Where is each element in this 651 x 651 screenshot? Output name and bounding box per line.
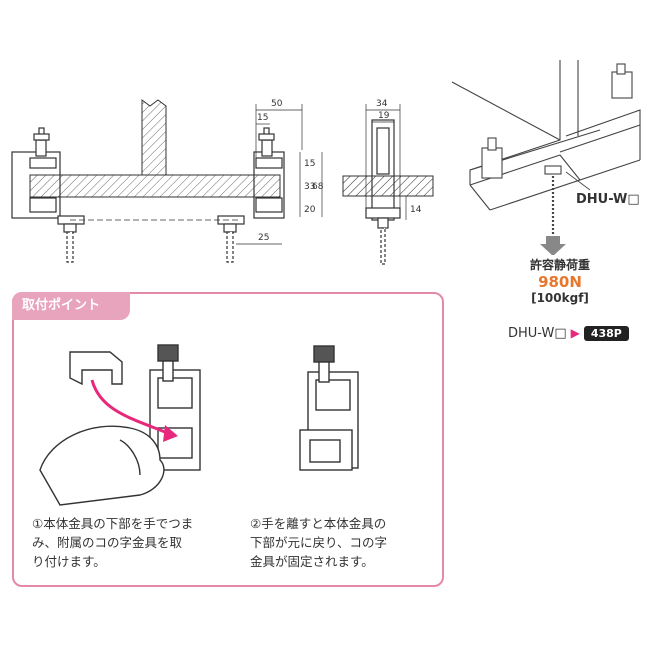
step1-text: ①本体金具の下部を手でつま み、附属のコの字金具を取 り付けます。 (32, 516, 194, 569)
dim-15-right: 15 (304, 159, 315, 169)
dim-50: 50 (271, 99, 283, 109)
dim-19: 19 (378, 111, 390, 121)
load-title: 許容静荷重 (529, 258, 590, 272)
step2-text: ②手を離すと本体金具の 下部が元に戻り、コの字 金具が固定されます。 (250, 516, 388, 569)
ref-model: DHU-W□ (508, 325, 567, 341)
right-clamp (253, 127, 285, 219)
installation-perspective (451, 60, 641, 255)
beam-web (141, 99, 167, 176)
step2-illustration (299, 345, 359, 471)
ref-arrow-icon: ▶ (570, 326, 580, 340)
dim-68: 68 (312, 182, 324, 192)
load-arrow-icon (540, 236, 566, 255)
model-label: DHU-W□ (576, 192, 640, 207)
hanger-rods (57, 215, 245, 263)
panel-title: 取付ポイント (12, 292, 130, 320)
dim-15-top: 15 (257, 113, 268, 123)
load-spec: 許容静荷重 980N [100kgf] (505, 258, 615, 306)
left-clamp (11, 127, 61, 219)
page-reference[interactable]: DHU-W□ ▶ 438P (508, 323, 629, 343)
front-view-drawing: 50 15 15 33 68 20 25 (11, 99, 324, 263)
dim-14: 14 (410, 205, 422, 215)
dim-33: 33 (304, 182, 315, 192)
step1-illustration (39, 344, 201, 506)
dim-20: 20 (304, 205, 316, 215)
load-value: 980N (538, 273, 582, 291)
side-view-drawing: 34 19 14 (342, 99, 434, 265)
insert-arrow-icon (90, 379, 166, 434)
beam-flange (29, 174, 281, 198)
load-unit: [100kgf] (531, 291, 589, 305)
install-point-panel (12, 292, 444, 587)
dim-25: 25 (258, 233, 269, 243)
ref-page-badge[interactable]: 438P (583, 325, 629, 341)
dim-34: 34 (376, 99, 388, 109)
